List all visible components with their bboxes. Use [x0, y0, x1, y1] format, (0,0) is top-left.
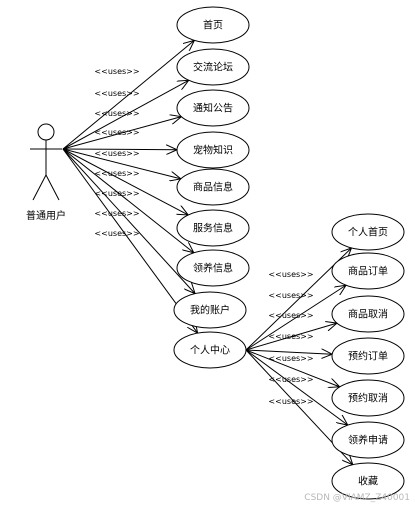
main-uses-label: <<uses>> — [94, 89, 139, 98]
main-use-case[interactable]: 个人中心 — [173, 331, 247, 369]
sub-edges: <<uses>> <<uses>> <<uses>> <<uses>> <<uses>>… — [245, 248, 353, 465]
sub-use-case[interactable]: 商品订单 — [331, 252, 405, 290]
watermark: CSDN @VIAMZ_Z40001 — [304, 493, 410, 503]
sub-uses-label: <<uses>> — [268, 354, 313, 363]
sub-use-case[interactable]: 预约取消 — [331, 379, 405, 417]
main-edge — [62, 149, 177, 150]
sub-use-case[interactable]: 个人首页 — [331, 213, 405, 251]
sub-use-case-label: 收藏 — [358, 475, 378, 488]
sub-uses-label: <<uses>> — [268, 332, 313, 341]
sub-uses-label: <<uses>> — [268, 375, 313, 384]
main-ellipse — [176, 89, 250, 127]
sub-use-case[interactable]: 商品取消 — [331, 295, 405, 333]
main-uses-label: <<uses>> — [94, 169, 139, 178]
main-ellipse — [176, 6, 250, 44]
main-use-case[interactable]: 领养信息 — [176, 249, 250, 287]
main-uses-label: <<uses>> — [94, 209, 139, 218]
sub-edge — [245, 285, 346, 351]
main-uses-label: <<uses>> — [94, 109, 139, 118]
main-ellipse — [173, 291, 247, 329]
actor: 普通用户 — [26, 123, 66, 222]
main-use-case-label: 服务信息 — [193, 222, 233, 235]
main-ellipse — [176, 48, 250, 86]
main-edge — [62, 148, 195, 294]
sub-use-case-label: 领养申请 — [348, 434, 388, 447]
main-edge — [62, 40, 194, 150]
sub-ellipse — [331, 462, 405, 500]
actor-name: 普通用户 — [26, 209, 66, 222]
main-edge — [62, 117, 181, 150]
main-use-case-label: 我的账户 — [190, 304, 230, 317]
main-edge — [62, 148, 181, 179]
sub-use-case-label: 个人首页 — [348, 226, 388, 239]
main-use-case-label: 个人中心 — [190, 344, 230, 357]
sub-uses-label: <<uses>> — [268, 291, 313, 300]
sub-use-case-label: 商品订单 — [348, 265, 388, 278]
sub-use-case-label: 商品取消 — [348, 308, 388, 321]
main-use-case-label: 交流论坛 — [193, 61, 233, 74]
main-edge — [62, 148, 198, 333]
sub-uses-label: <<uses>> — [268, 270, 313, 279]
main-uses-label: <<uses>> — [94, 189, 139, 198]
sub-use-case-label: 预约订单 — [348, 350, 388, 363]
actor-head — [37, 123, 55, 141]
main-use-case-label: 领养信息 — [193, 262, 233, 275]
main-use-case[interactable]: 我的账户 — [173, 291, 247, 329]
main-uses-label: <<uses>> — [94, 229, 139, 238]
main-uses-label: <<uses>> — [94, 128, 139, 137]
sub-edge — [245, 349, 340, 387]
main-use-case[interactable]: 宠物知识 — [176, 131, 250, 169]
main-edges: <<uses>> <<uses>> <<uses>> <<uses>> <<uses>>… — [62, 40, 198, 333]
sub-use-case-label: 预约取消 — [348, 392, 388, 405]
main-ellipse — [176, 209, 250, 247]
sub-use-case[interactable]: 收藏 — [331, 462, 405, 500]
sub-uses-label: <<uses>> — [268, 311, 313, 320]
sub-ellipse — [331, 421, 405, 459]
main-edge — [62, 148, 188, 215]
main-uses-label: <<uses>> — [94, 67, 139, 76]
main-edge — [62, 80, 189, 150]
main-use-case-label: 首页 — [203, 19, 223, 32]
main-use-case[interactable]: 商品信息 — [176, 168, 250, 206]
actor-leg-right — [45, 174, 60, 201]
main-edge — [62, 148, 194, 253]
main-use-case[interactable]: 通知公告 — [176, 89, 250, 127]
main-use-case[interactable]: 首页 — [176, 6, 250, 44]
sub-uses-label: <<uses>> — [268, 397, 313, 406]
sub-edge — [245, 349, 348, 425]
sub-use-case[interactable]: 预约订单 — [331, 337, 405, 375]
sub-use-case[interactable]: 领养申请 — [331, 421, 405, 459]
main-ellipse — [176, 168, 250, 206]
main-uses-label: <<uses>> — [94, 149, 139, 158]
main-ellipse — [176, 249, 250, 287]
sub-ellipse — [331, 379, 405, 417]
sub-ellipse — [331, 213, 405, 251]
sub-edge — [245, 350, 332, 354]
actor-leg-left — [32, 174, 47, 201]
main-use-case[interactable]: 交流论坛 — [176, 48, 250, 86]
main-use-case[interactable]: 服务信息 — [176, 209, 250, 247]
sub-ellipse — [331, 295, 405, 333]
main-use-case-label: 通知公告 — [193, 102, 233, 115]
sub-ellipse — [331, 337, 405, 375]
sub-ellipse — [331, 252, 405, 290]
main-use-case-label: 商品信息 — [193, 181, 233, 194]
sub-edge — [245, 323, 337, 351]
main-ellipse — [176, 131, 250, 169]
main-use-case-label: 宠物知识 — [193, 144, 233, 157]
